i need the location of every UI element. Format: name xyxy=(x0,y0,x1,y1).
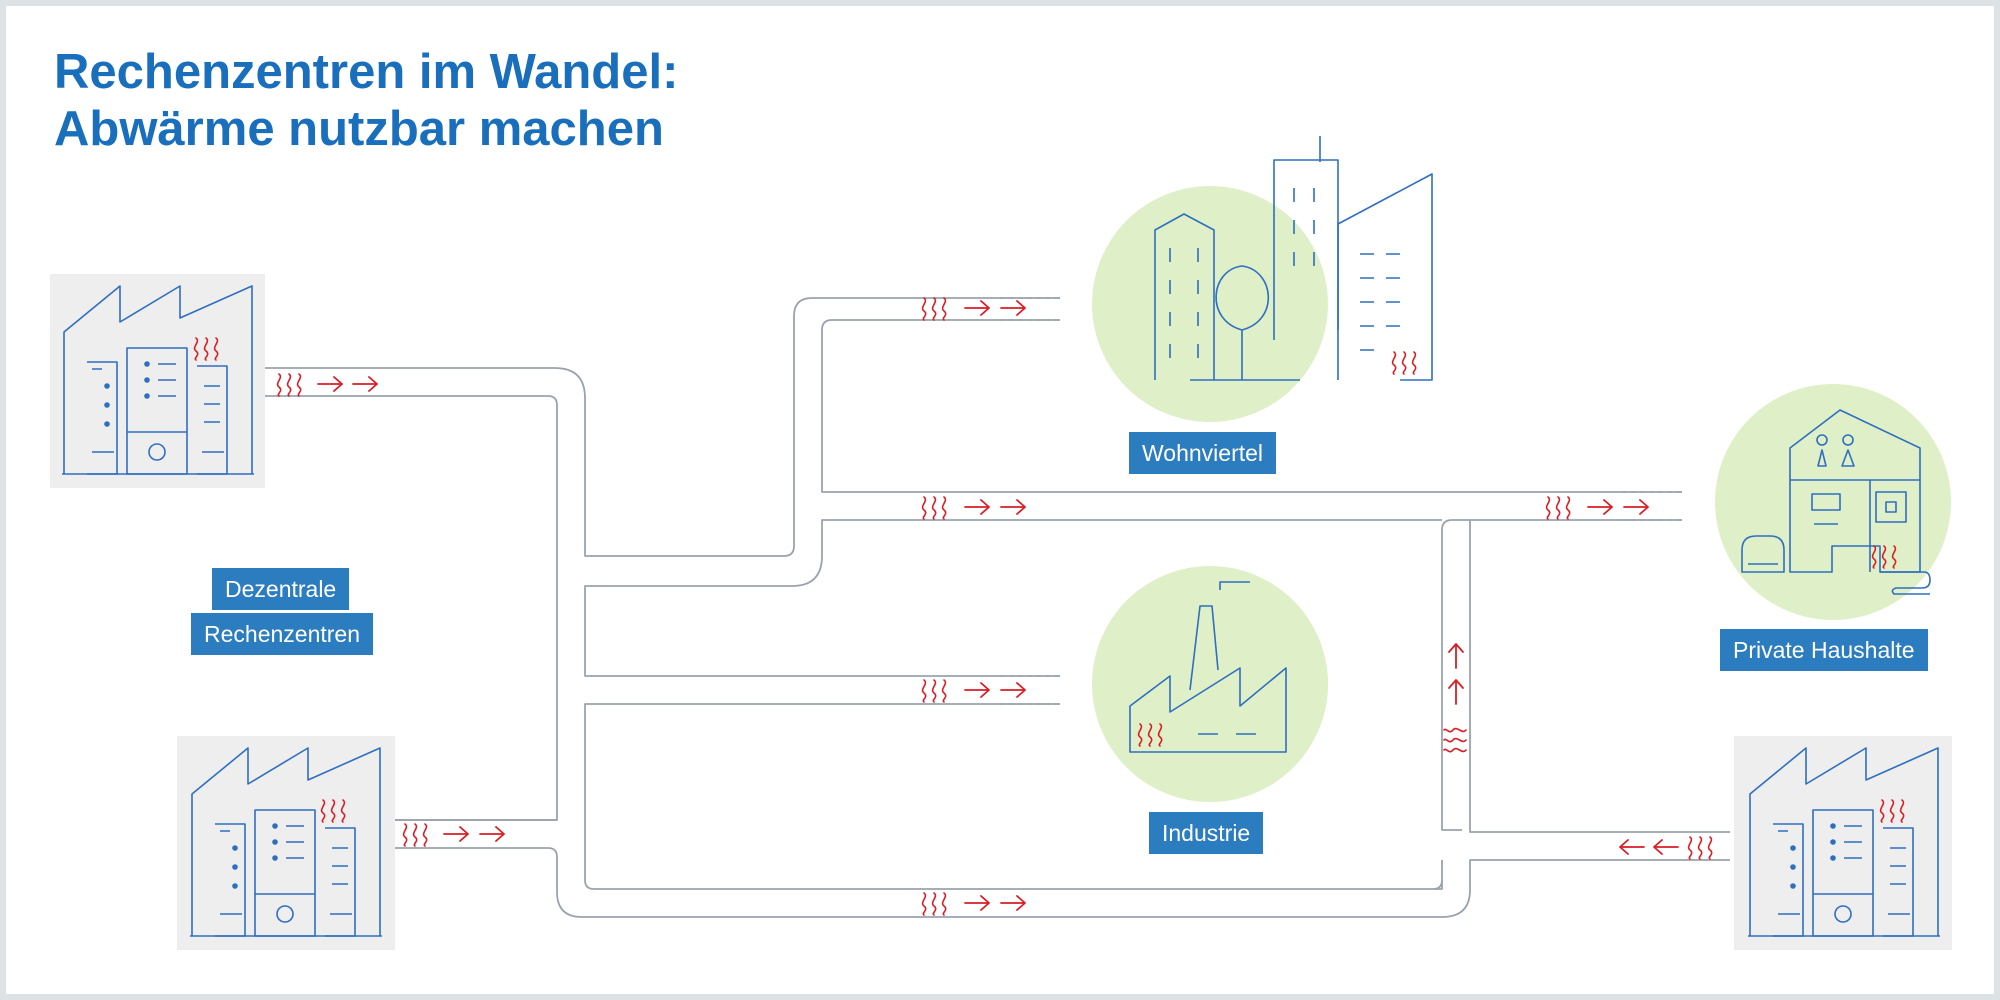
pipe-datacenter-2-inner xyxy=(395,847,1730,918)
arrow-icon xyxy=(1653,839,1679,855)
datacenter-1 xyxy=(50,274,265,488)
pipe-network xyxy=(265,297,1730,918)
heat-flow-indicators xyxy=(276,297,1713,916)
heat-wave-icon xyxy=(921,496,947,520)
arrow-icon xyxy=(1587,499,1613,515)
arrow-icon xyxy=(1000,300,1026,316)
pipe-dashed-ends xyxy=(1000,297,1682,705)
arrow-icon xyxy=(1623,499,1649,515)
industry-icon xyxy=(1092,566,1328,802)
arrow-icon xyxy=(1000,499,1026,515)
pipe-center-upper xyxy=(584,519,1682,831)
heat-wave-icon xyxy=(1687,836,1713,860)
pipe-datacenter-3-upper xyxy=(1469,520,1730,833)
label-industrie: Industrie xyxy=(1149,812,1264,854)
arrow-icon xyxy=(317,376,343,392)
heat-wave-icon xyxy=(402,823,428,847)
arrow-icon xyxy=(352,376,378,392)
arrow-icon xyxy=(443,826,469,842)
arrow-icon xyxy=(964,895,990,911)
heat-wave-icon xyxy=(921,679,947,703)
title-line-2: Abwärme nutzbar machen xyxy=(54,102,664,156)
pipe-datacenter-1-inner xyxy=(265,395,558,821)
label-dezentrale: Dezentrale xyxy=(212,568,350,610)
arrow-icon xyxy=(964,300,990,316)
heat-network-diagram xyxy=(50,136,1952,950)
datacenter-3 xyxy=(1734,736,1952,950)
pipe-wohnviertel-inner xyxy=(821,319,1682,493)
arrow-icon xyxy=(1000,682,1026,698)
heat-wave-icon xyxy=(1443,727,1467,753)
heat-wave-icon xyxy=(1545,496,1571,520)
heat-wave-icon xyxy=(276,373,302,397)
pipe-center-lower xyxy=(584,703,1443,890)
arrow-icon xyxy=(964,499,990,515)
page-title: Rechenzentren im Wandel: Abwärme nutzbar… xyxy=(54,44,678,158)
arrow-icon xyxy=(1448,679,1464,705)
pipe-datacenter-1-outer xyxy=(265,297,1060,557)
heat-wave-icon xyxy=(921,297,947,321)
title-line-1: Rechenzentren im Wandel: xyxy=(54,45,679,99)
heat-wave-icon xyxy=(921,892,947,916)
arrow-icon xyxy=(1619,839,1645,855)
household-icon xyxy=(1715,384,1951,620)
label-rechenzentren: Rechenzentren xyxy=(191,613,373,655)
residential-district-icon xyxy=(1092,136,1433,422)
arrow-icon xyxy=(479,826,505,842)
label-wohnviertel: Wohnviertel xyxy=(1129,432,1277,474)
arrow-icon xyxy=(1000,895,1026,911)
arrow-icon xyxy=(964,682,990,698)
label-private-haushalte: Private Haushalte xyxy=(1720,629,1928,671)
diagram-canvas: Rechenzentren im Wandel: Abwärme nutzbar… xyxy=(6,6,1994,994)
arrow-icon xyxy=(1448,643,1464,669)
datacenter-2 xyxy=(177,736,395,950)
